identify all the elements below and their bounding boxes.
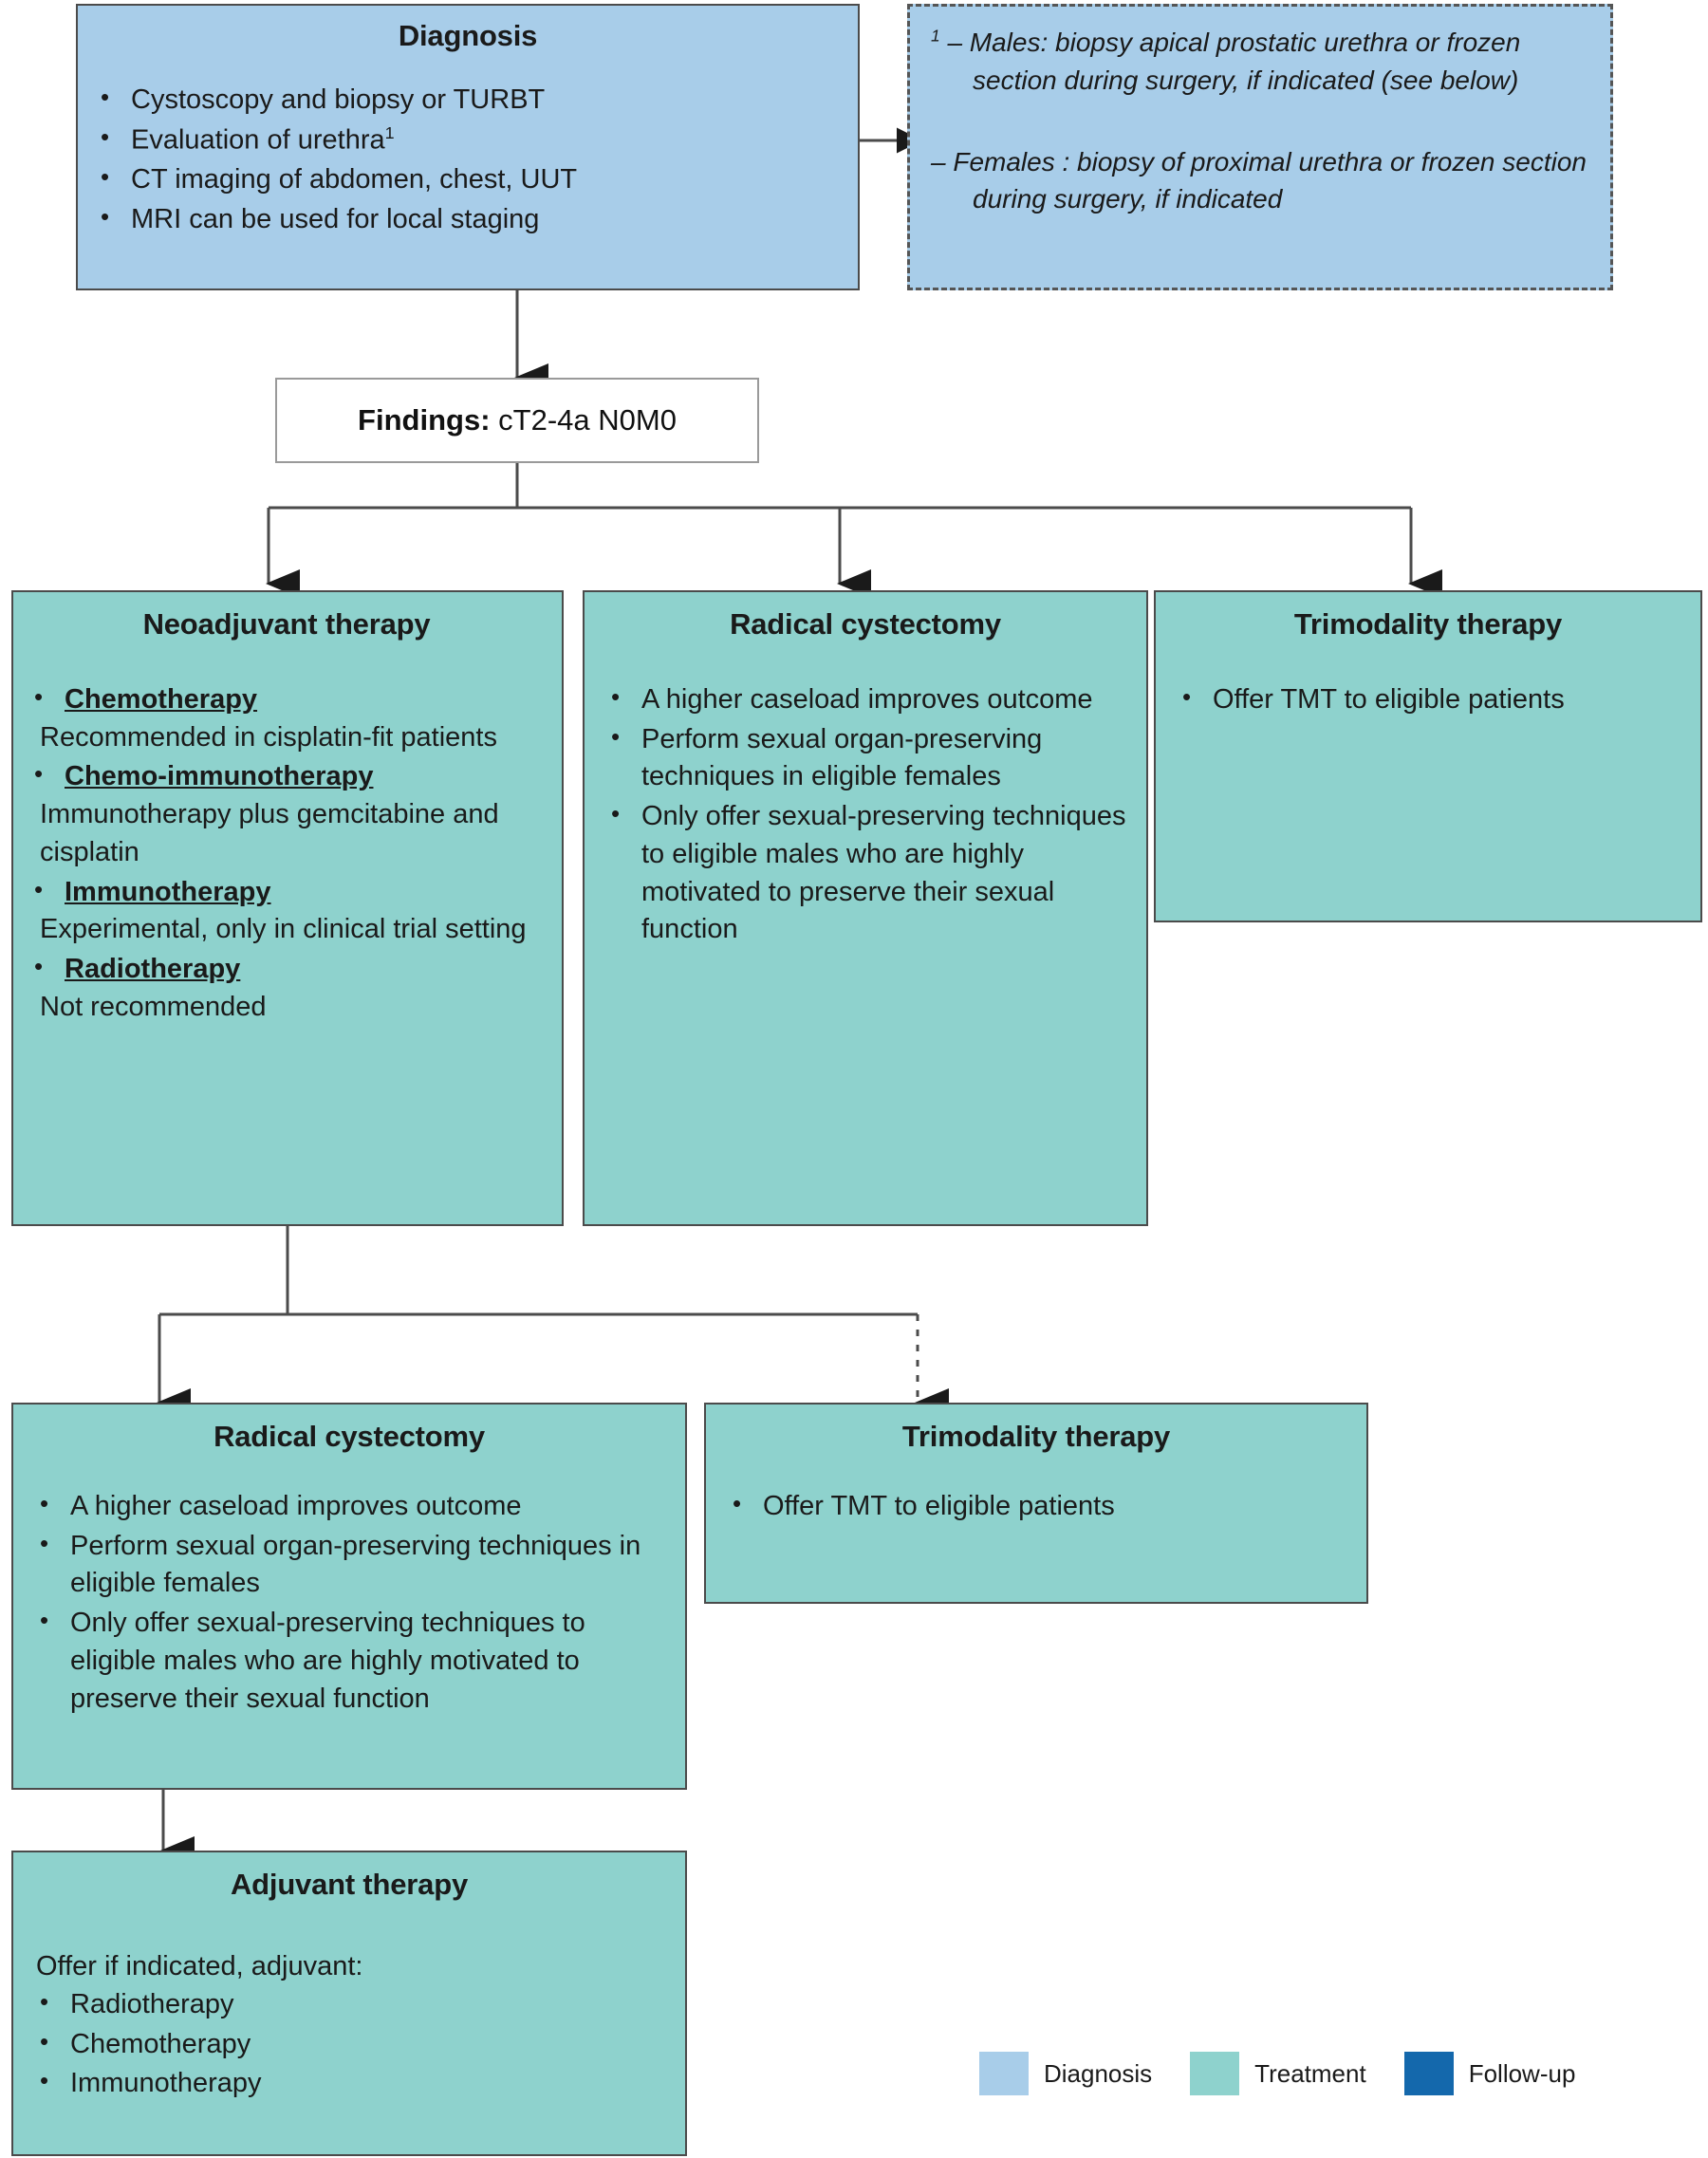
trimodality-title: Trimodality therapy: [901, 1420, 1171, 1453]
list-item: Offer TMT to eligible patients: [1169, 680, 1687, 719]
list-item: Perform sexual organ-preserving techniqu…: [598, 720, 1133, 796]
trimodality-title: Trimodality therapy: [1293, 607, 1563, 641]
list-item: Immunotherapy Experimental, only in clin…: [21, 873, 552, 949]
radical-cystectomy-box-lower: Radical cystectomy A higher caseload imp…: [11, 1403, 687, 1790]
trimodality-list: Offer TMT to eligible patients: [1169, 680, 1687, 719]
findings-text: Findings: cT2-4a N0M0: [358, 403, 677, 437]
trimodality-list: Offer TMT to eligible patients: [719, 1487, 1353, 1526]
therapy-description: Experimental, only in clinical trial set…: [40, 914, 527, 945]
list-item: Radiotherapy Not recommended: [21, 950, 552, 1026]
radical-cystectomy-list: A higher caseload improves outcome Perfo…: [598, 680, 1133, 949]
footnote-box: 1 – Males: biopsy apical prostatic ureth…: [907, 4, 1613, 290]
legend-item-diagnosis: Diagnosis: [979, 2052, 1152, 2095]
radical-cystectomy-title: Radical cystectomy: [214, 1420, 485, 1453]
list-item: Evaluation of urethra1: [87, 121, 848, 159]
diagnosis-list: Cystoscopy and biopsy or TURBT Evaluatio…: [87, 81, 848, 239]
list-item: Chemo-immunotherapy Immunotherapy plus g…: [21, 757, 552, 871]
footnote-marker: 1: [384, 122, 395, 142]
adjuvant-intro: Offer if indicated, adjuvant:: [36, 1951, 363, 1981]
therapy-description: Recommended in cisplatin-fit patients: [40, 721, 497, 753]
legend-swatch-diagnosis: [979, 2052, 1029, 2095]
therapy-heading: Chemo-immunotherapy: [65, 761, 374, 792]
list-item: Offer TMT to eligible patients: [719, 1487, 1353, 1526]
list-item: A higher caseload improves outcome: [598, 680, 1133, 719]
radical-cystectomy-list: A higher caseload improves outcome Perfo…: [27, 1487, 672, 1718]
adjuvant-list: Radiotherapy Chemotherapy Immunotherapy: [27, 1985, 672, 2103]
neoadjuvant-therapy-box: Neoadjuvant therapy Chemotherapy Recomme…: [11, 590, 564, 1226]
legend-swatch-followup: [1403, 2052, 1454, 2095]
therapy-heading: Chemotherapy: [65, 684, 258, 715]
radical-cystectomy-box-upper: Radical cystectomy A higher caseload imp…: [583, 590, 1148, 1226]
neoadjuvant-list: Chemotherapy Recommended in cisplatin-fi…: [21, 680, 552, 1026]
list-item: Immunotherapy: [27, 2064, 672, 2103]
footnote-marker: 1: [931, 26, 940, 46]
list-item: Radiotherapy: [27, 1985, 672, 2024]
list-item: CT imaging of abdomen, chest, UUT: [87, 160, 848, 199]
adjuvant-therapy-box: Adjuvant therapy Offer if indicated, adj…: [11, 1851, 687, 2156]
trimodality-therapy-box-lower: Trimodality therapy Offer TMT to eligibl…: [704, 1403, 1368, 1604]
findings-label: Findings:: [358, 403, 491, 437]
legend: Diagnosis Treatment Follow-up: [979, 2052, 1575, 2095]
list-item: Chemotherapy Recommended in cisplatin-fi…: [21, 680, 552, 756]
list-item: Perform sexual organ-preserving techniqu…: [27, 1527, 672, 1603]
footnote-females-line: – Females : biopsy of proximal urethra o…: [931, 146, 1587, 214]
adjuvant-title: Adjuvant therapy: [230, 1868, 468, 1901]
diagnosis-box: Diagnosis Cystoscopy and biopsy or TURBT…: [76, 4, 860, 290]
findings-value: cT2-4a N0M0: [498, 403, 677, 437]
therapy-description: Not recommended: [40, 991, 267, 1022]
therapy-description: Immunotherapy plus gemcitabine and cispl…: [40, 799, 499, 867]
legend-label: Diagnosis: [1044, 2058, 1153, 2088]
legend-swatch-treatment: [1190, 2052, 1240, 2095]
legend-item-followup: Follow-up: [1403, 2052, 1576, 2095]
legend-label: Treatment: [1254, 2058, 1366, 2088]
list-item: Only offer sexual-preserving techniques …: [27, 1604, 672, 1718]
legend-item-treatment: Treatment: [1190, 2052, 1366, 2095]
list-item: Cystoscopy and biopsy or TURBT: [87, 81, 848, 120]
list-item: Only offer sexual-preserving techniques …: [598, 797, 1133, 949]
therapy-heading: Radiotherapy: [65, 954, 241, 985]
radical-cystectomy-title: Radical cystectomy: [730, 607, 1001, 641]
trimodality-therapy-box-upper: Trimodality therapy Offer TMT to eligibl…: [1154, 590, 1702, 922]
findings-box: Findings: cT2-4a N0M0: [275, 378, 759, 463]
list-item: A higher caseload improves outcome: [27, 1487, 672, 1526]
neoadjuvant-title: Neoadjuvant therapy: [142, 607, 431, 641]
list-item: Chemotherapy: [27, 2025, 672, 2064]
footnote-males-line: 1 – Males: biopsy apical prostatic ureth…: [931, 26, 1521, 95]
list-item: MRI can be used for local staging: [87, 200, 848, 239]
therapy-heading: Immunotherapy: [65, 876, 271, 907]
diagnosis-title: Diagnosis: [398, 19, 538, 52]
legend-label: Follow-up: [1468, 2058, 1576, 2088]
